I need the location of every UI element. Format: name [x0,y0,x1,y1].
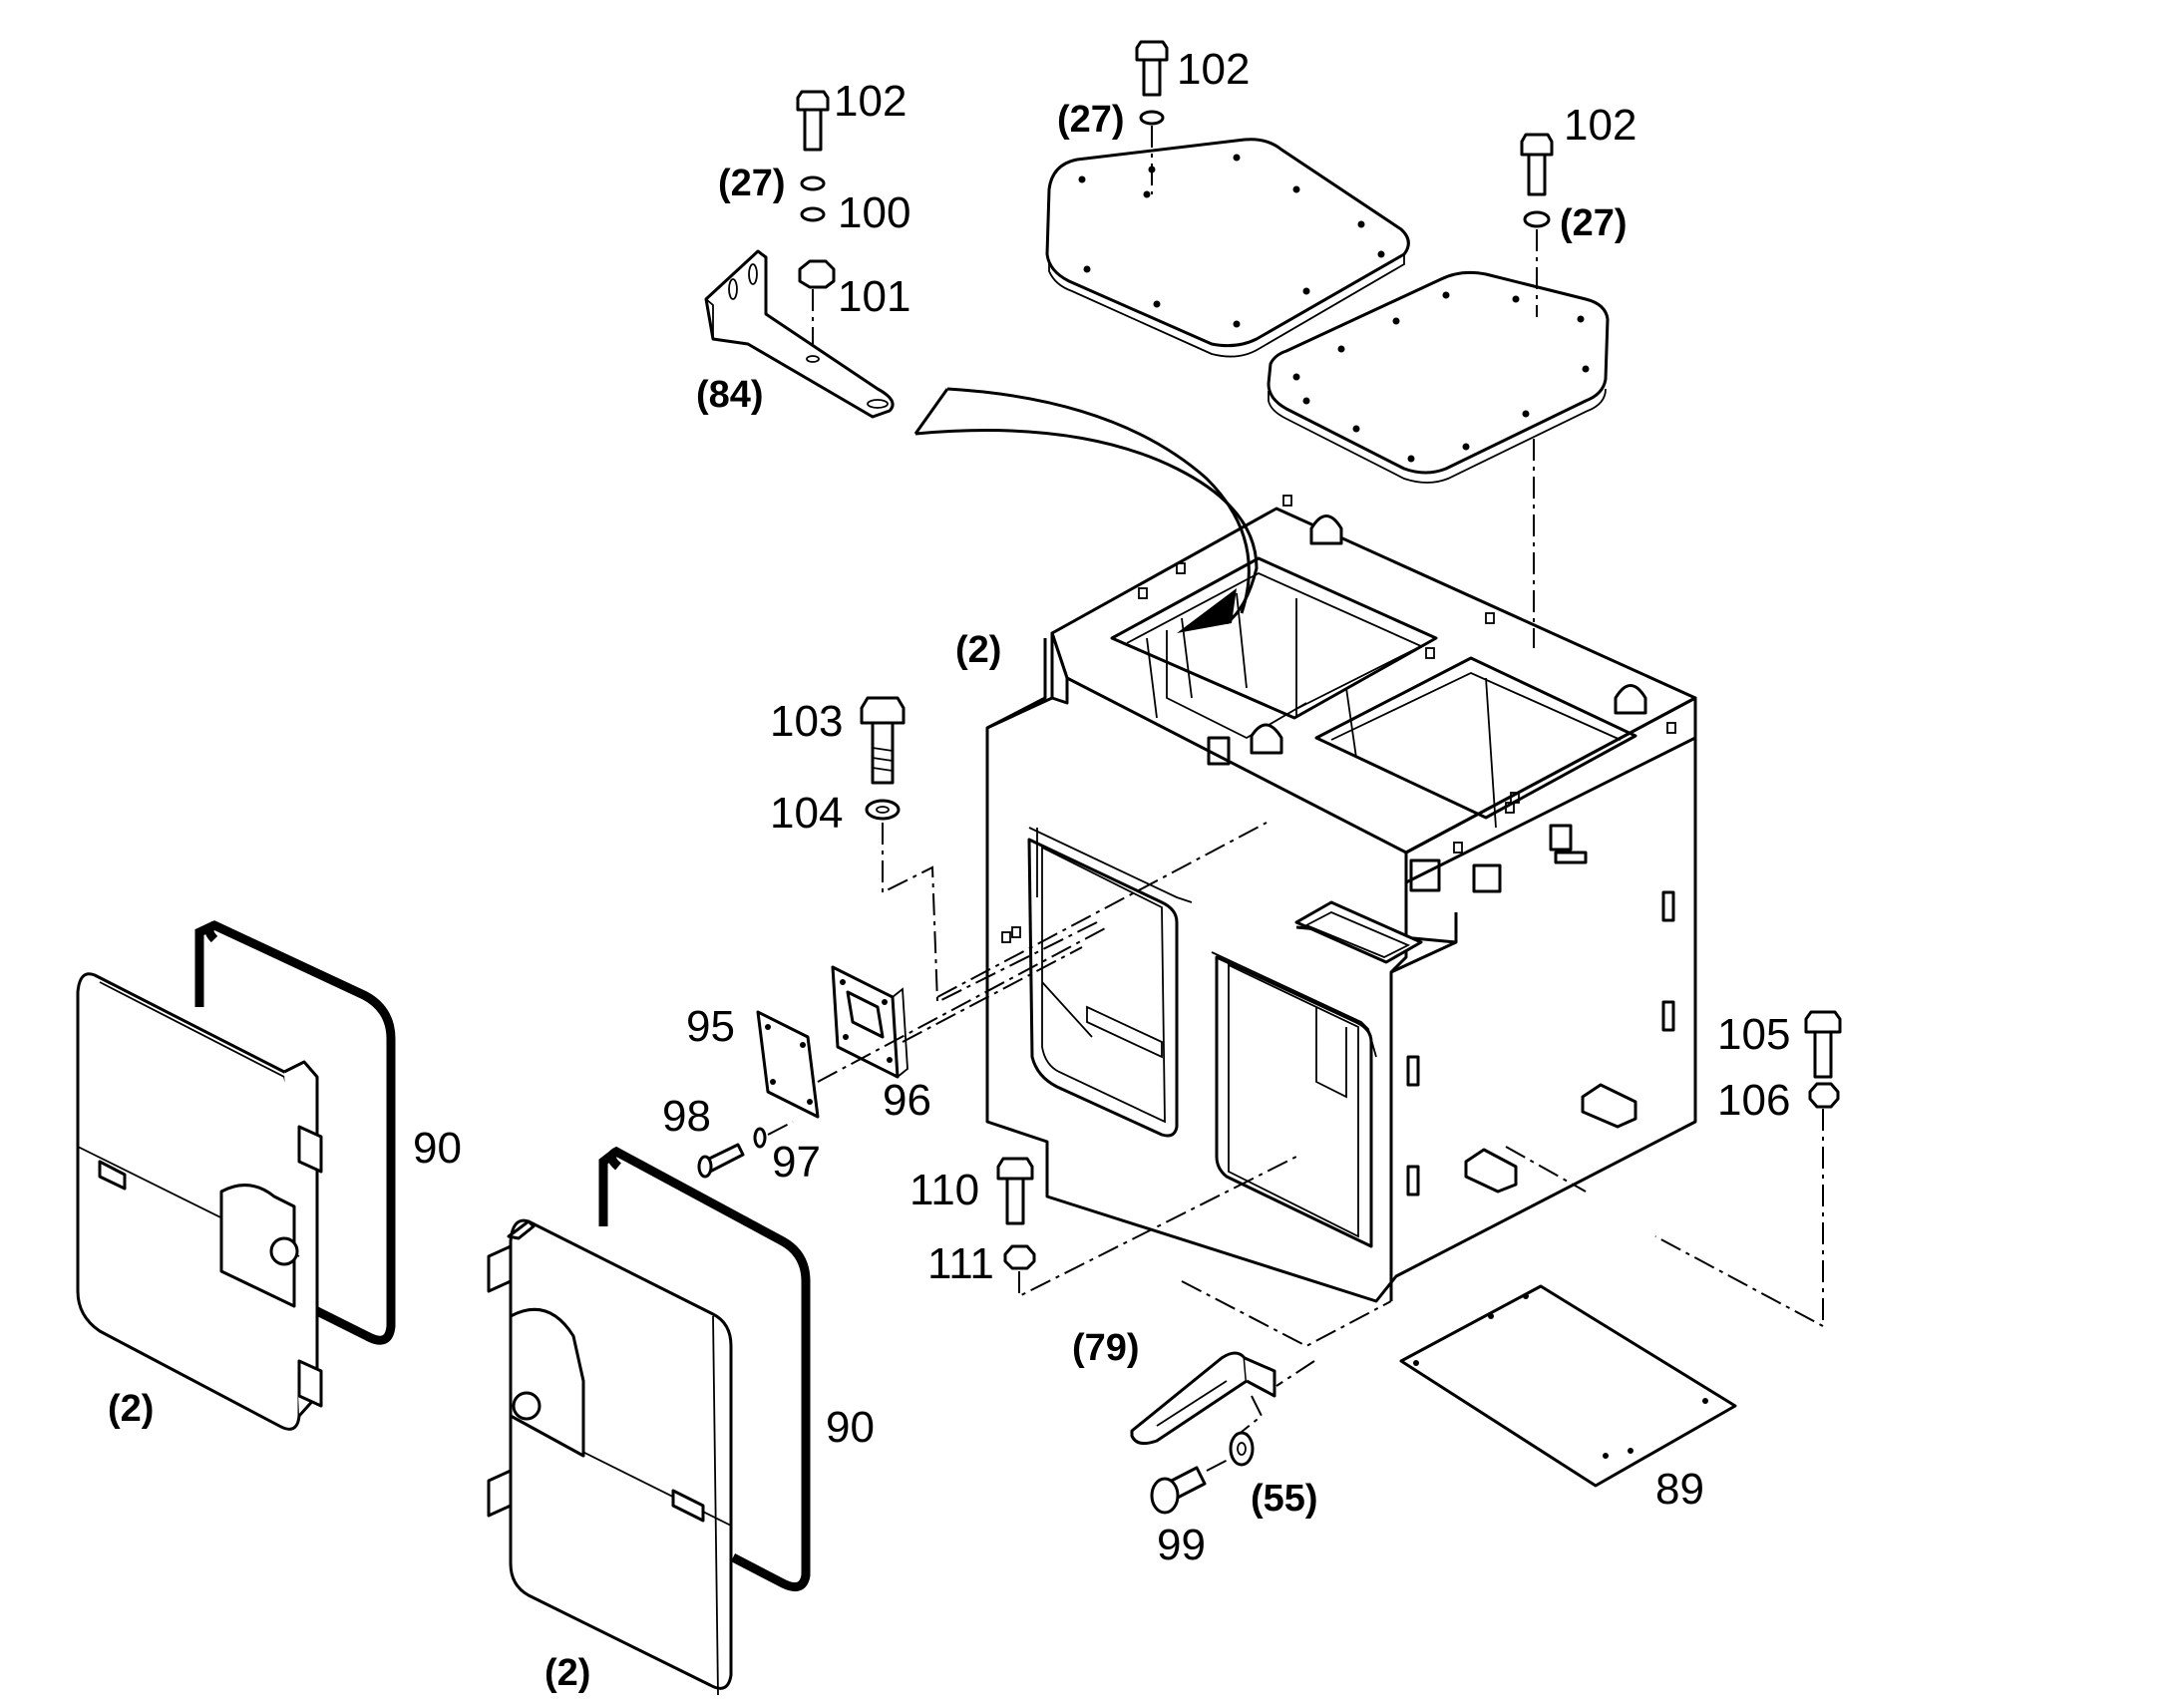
label-2-door-right: (2) [545,1652,590,1694]
top-cover-plate-left [1045,138,1410,358]
label-84: (84) [696,374,764,416]
label-2-housing: (2) [955,629,1001,671]
label-95: 95 [686,1002,735,1051]
top-cover-plate-right [1267,270,1610,484]
screw-98 [697,1143,745,1179]
plate-95 [756,1010,820,1119]
bracket-84 [704,249,895,419]
label-79: (79) [1072,1327,1140,1369]
label-2-door-left: (2) [108,1388,154,1430]
label-27-right: (27) [1560,202,1628,244]
bracket-79 [1130,1351,1276,1446]
label-89: 89 [1655,1465,1704,1514]
label-104: 104 [770,789,843,838]
harness-strip [913,387,1259,625]
label-97: 97 [772,1138,821,1187]
washer-104 [865,799,901,821]
label-99: 99 [1157,1521,1206,1569]
washer-55 [1229,1431,1255,1467]
bolt-110 [996,1157,1034,1225]
label-111: 111 [927,1239,994,1288]
label-103: 103 [770,697,843,746]
lock-washer-100 [800,206,826,222]
nut-106 [1808,1082,1840,1109]
lockwasher-97 [753,1127,767,1149]
label-110: 110 [909,1166,979,1214]
label-101: 101 [838,272,910,321]
nut-111 [1003,1244,1036,1270]
label-102-left: 102 [834,77,907,126]
label-100: 100 [838,188,910,237]
door-left [76,972,323,1431]
label-105: 105 [1717,1010,1790,1059]
label-106: 106 [1717,1076,1790,1125]
label-98: 98 [662,1092,711,1141]
label-96: 96 [883,1076,931,1125]
nut-101 [798,259,836,289]
label-90-right: 90 [826,1403,875,1452]
bolt-99 [1150,1466,1207,1515]
door-right [487,1218,733,1696]
bolt-105 [1804,1010,1842,1079]
washer-27-left [800,175,826,191]
flange-96 [831,965,908,1079]
bolt-102-right [1520,133,1554,196]
label-102-center: 102 [1177,45,1250,94]
washer-27-center [1139,110,1165,126]
label-102-right: 102 [1564,101,1636,150]
bolt-102-left [796,90,830,152]
label-90-left: 90 [413,1124,462,1173]
label-27-center: (27) [1057,99,1125,141]
label-27-left: (27) [718,163,786,204]
bottom-plate-89 [1399,1284,1737,1488]
main-housing [985,495,1697,1303]
bolt-103 [860,696,906,785]
bolt-102-center [1135,40,1169,97]
label-55: (55) [1251,1478,1318,1520]
washer-27-right [1523,210,1551,228]
